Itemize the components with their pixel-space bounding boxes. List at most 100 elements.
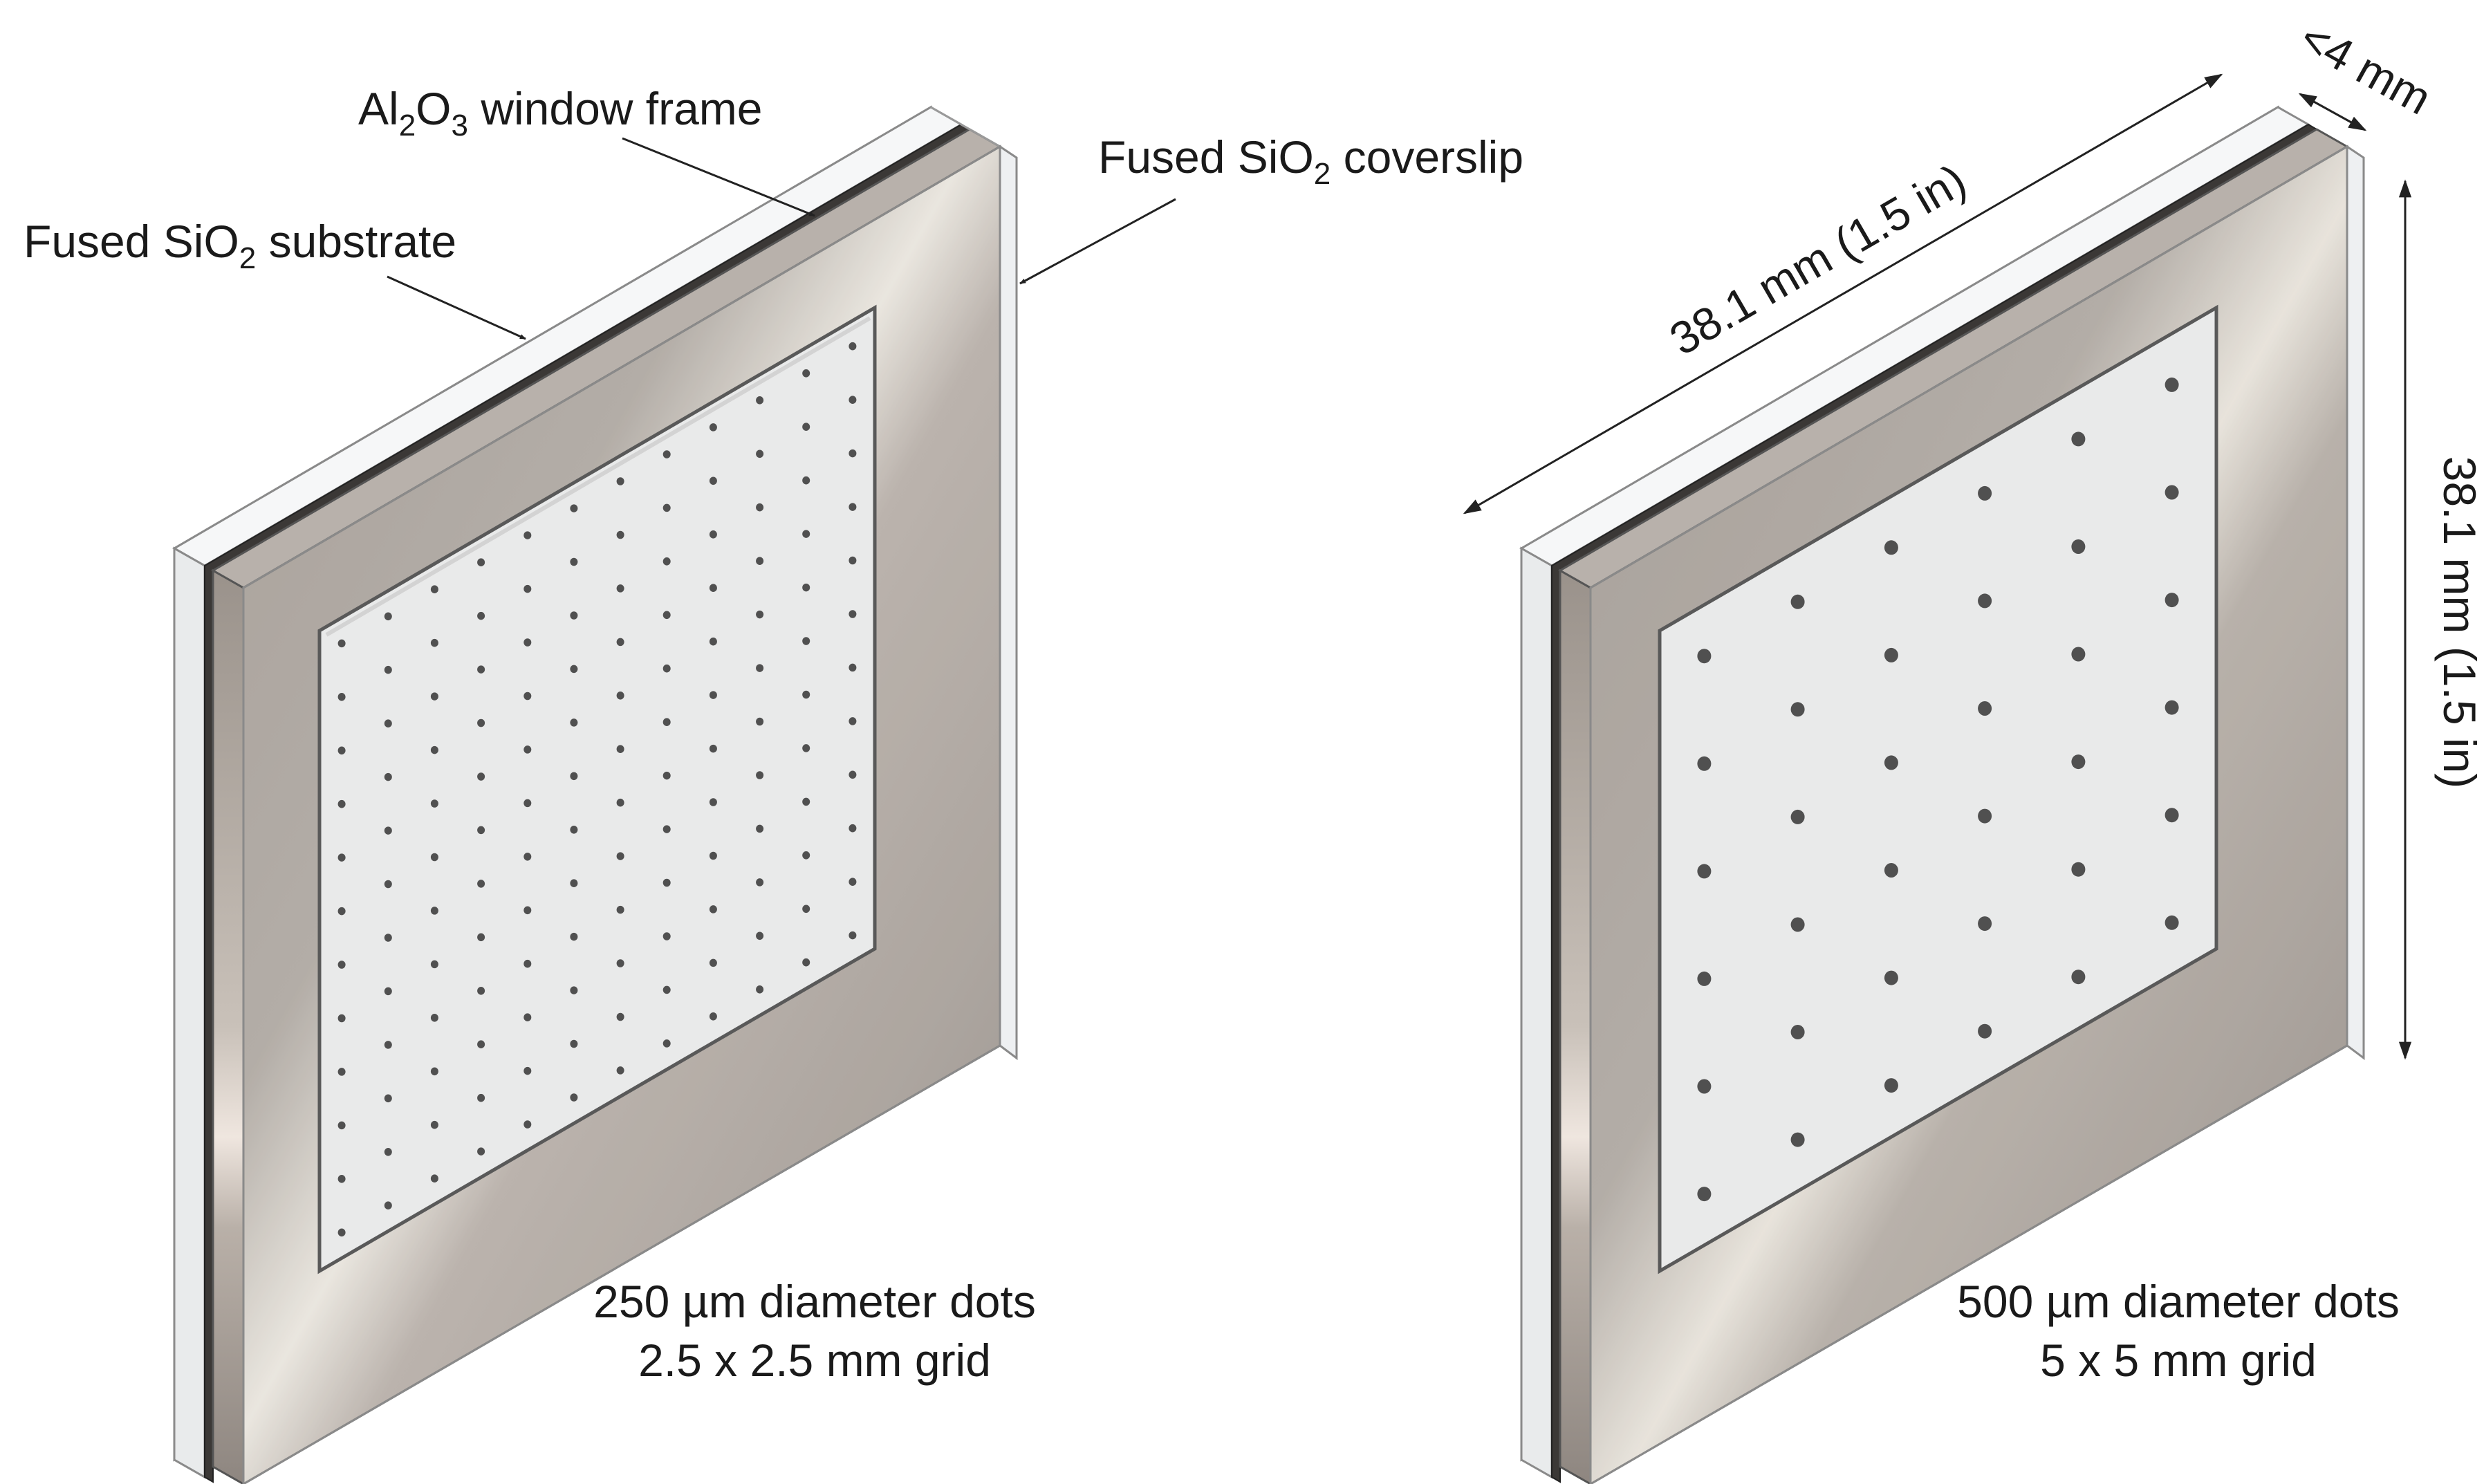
left-grid-dot (477, 1147, 485, 1156)
left-grid-dot (430, 853, 438, 862)
right-grid-dot (1790, 1025, 1805, 1039)
left-grid-dot (384, 1094, 392, 1103)
left-grid-dot (616, 692, 624, 700)
substrate-label: Fused SiO2 substrate (24, 216, 456, 275)
left-grid-dot (709, 530, 717, 539)
left-grid-dot (430, 1120, 438, 1129)
left-grid-dot (616, 798, 624, 807)
left-grid-dot (384, 987, 392, 996)
left-window-assembly (172, 105, 1018, 1484)
left-grid-dot (570, 1039, 578, 1048)
left-grid-dot (756, 717, 764, 726)
left-coverslip-right-edge (999, 145, 1018, 1060)
left-grid-dot (337, 907, 346, 916)
coverslip-leader-line (1019, 198, 1176, 285)
left-grid-dot (337, 746, 346, 755)
left-grid-dot (570, 557, 578, 566)
left-grid-dot (384, 772, 392, 781)
left-grid-dot (430, 960, 438, 969)
left-grid-dot (849, 770, 857, 779)
left-grid-dot (477, 718, 485, 727)
left-grid-dot (337, 1068, 346, 1076)
left-grid-dot (662, 771, 671, 780)
left-grid-dot (337, 1121, 346, 1130)
left-grid-dot (756, 664, 764, 672)
coverslip-label: Fused SiO2 coverslip (1098, 131, 1523, 191)
left-grid-dot (337, 853, 346, 862)
left-grid-dot (662, 718, 671, 726)
left-grid-dot (849, 503, 857, 511)
right-grid-dot (2071, 970, 2086, 985)
left-grid-dot (756, 771, 764, 779)
left-window-inner-shadow (325, 316, 871, 637)
right-grid-dot (1697, 971, 1712, 986)
left-grid-dot (662, 825, 671, 833)
right-grid-dot (1790, 1132, 1805, 1147)
left-grid-dot (477, 1040, 485, 1048)
left-grid-dot (477, 826, 485, 835)
left-grid-dot (802, 958, 810, 967)
left-grid-dot (430, 1174, 438, 1182)
left-grid-dot (430, 638, 438, 647)
left-grid-dot (384, 880, 392, 889)
thickness-dimension-label: <4 mm (2292, 11, 2440, 124)
left-grid-dot (570, 665, 578, 674)
right-grid-dot (1884, 647, 1898, 662)
frame-leader-line (622, 137, 815, 217)
left-grid-dot (662, 1039, 671, 1048)
right-grid-dot (1978, 916, 1992, 931)
left-grid-dot (523, 638, 532, 647)
left-grid-dot (384, 719, 392, 727)
left-grid-dot (570, 879, 578, 887)
left-grid-dot (756, 503, 764, 512)
left-grid-dot (756, 396, 764, 405)
left-grid-dot (337, 693, 346, 701)
left-grid-dot (709, 744, 717, 753)
left-grid-dot (709, 905, 717, 913)
left-grid-dot (616, 1012, 624, 1021)
left-grid-dot (523, 1120, 532, 1129)
right-grid-dot (1978, 701, 1992, 716)
left-grid-dot (523, 853, 532, 861)
right-grid-dot (1790, 917, 1805, 932)
left-grid-dot (384, 612, 392, 621)
left-grid-dot (477, 558, 485, 566)
left-grid-dot (802, 905, 810, 913)
left-grid-dot (616, 905, 624, 914)
right-grid-dot (1884, 863, 1898, 878)
right-grid-dot (2071, 754, 2086, 770)
left-grid-dot (662, 557, 671, 566)
left-grid-dot (477, 772, 485, 781)
left-grid-dot (709, 423, 717, 432)
right-grid-dot (1978, 1023, 1992, 1039)
left-grid-dot (430, 692, 438, 701)
left-grid-dot (477, 987, 485, 995)
left-grid-dot (756, 824, 764, 833)
left-grid-dot (662, 664, 671, 673)
right-frame-side (1559, 568, 1592, 1484)
left-grid-dot (430, 1014, 438, 1022)
left-grid-dot (662, 611, 671, 620)
right-grid-dot (1978, 808, 1992, 824)
left-grid-dot (756, 449, 764, 458)
right-grid-dot (2165, 915, 2179, 930)
left-frame-side (212, 568, 245, 1484)
left-grid-dot (849, 878, 857, 886)
substrate-leader-line (387, 275, 526, 340)
right-grid-dot (2071, 862, 2086, 877)
left-grid-dot (849, 396, 857, 404)
left-grid-dot (802, 369, 810, 378)
left-grid-dot (756, 557, 764, 565)
left-grid-dot (849, 342, 857, 351)
left-grid-dot (709, 958, 717, 967)
left-grid-dot (849, 556, 857, 565)
left-grid-dot (523, 959, 532, 968)
left-grid-dot (802, 690, 810, 699)
left-grid-dot (616, 477, 624, 485)
left-grid-dot (709, 851, 717, 860)
left-substrate-side-edge (173, 546, 206, 1479)
left-grid-dot (523, 799, 532, 808)
left-grid-dot (616, 638, 624, 647)
left-grid-dot (523, 1013, 532, 1021)
